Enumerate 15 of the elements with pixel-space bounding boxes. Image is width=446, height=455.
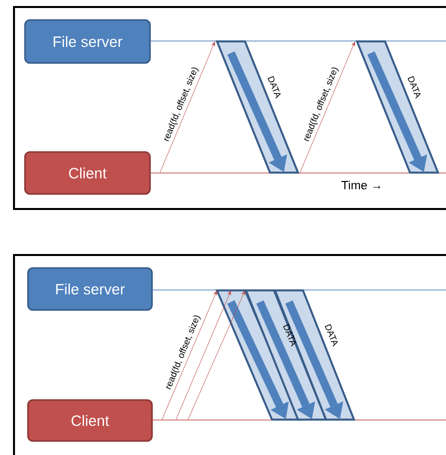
request-arrow xyxy=(162,290,217,420)
panel-frame xyxy=(13,6,446,210)
timeline xyxy=(150,172,446,174)
edge-label: DATA xyxy=(283,324,296,347)
role-box: File server xyxy=(27,267,153,311)
timeline xyxy=(150,40,446,42)
panel-frame xyxy=(13,254,446,455)
edge-label: DATA xyxy=(268,76,281,99)
role-box: File server xyxy=(24,19,151,64)
role-box: Client xyxy=(24,151,151,195)
edge-label: DATA xyxy=(408,76,421,99)
request-arrow xyxy=(176,290,231,420)
request-arrow xyxy=(188,290,245,420)
role-box: Client xyxy=(27,399,153,442)
edge-label: DATA xyxy=(324,324,338,347)
